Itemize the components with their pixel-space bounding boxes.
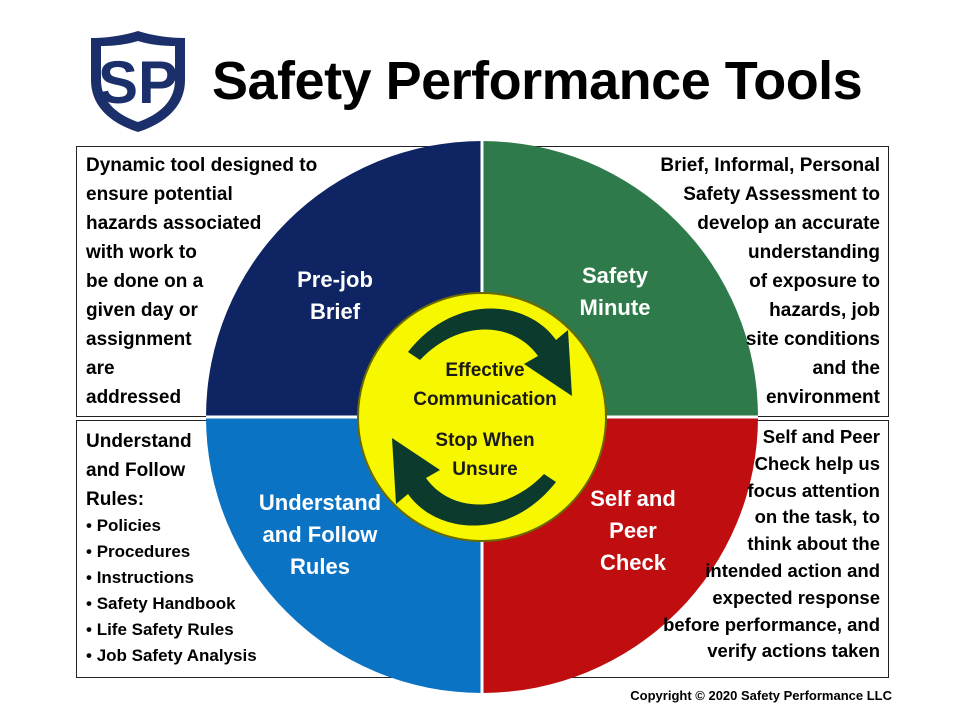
description-line: focus attention: [747, 479, 880, 501]
description-line: Dynamic tool designed to: [86, 155, 318, 176]
center-label-line: Stop When: [435, 430, 535, 451]
quadrant-label-line: Rules: [290, 554, 350, 579]
description-line: of exposure to: [749, 271, 880, 292]
logo-letters: SP: [98, 49, 178, 116]
quadrant-label-line: Peer: [609, 518, 657, 543]
center-label-line: Effective: [445, 360, 525, 381]
description-line: site conditions: [745, 329, 880, 350]
description-line: think about the: [747, 533, 880, 555]
bullet-text: Procedures: [96, 542, 191, 561]
description-line: hazards, job: [769, 300, 880, 321]
quadrant-label-line: Safety: [581, 263, 649, 288]
description-line: on the task, to: [754, 506, 880, 528]
bullet-icon: •: [86, 594, 97, 613]
description-line: ensure potential: [86, 184, 233, 205]
description-line: are: [86, 358, 115, 379]
description-line: expected response: [712, 586, 880, 608]
bullet-text: Policies: [96, 516, 161, 535]
bullet-item: • Safety Handbook: [86, 591, 257, 617]
bullet-item: • Procedures: [86, 539, 257, 565]
description-line: develop an accurate: [697, 213, 880, 234]
description-line: given day or: [86, 300, 198, 321]
quadrant-label-line: Understand: [258, 490, 382, 515]
description-line: Check help us: [754, 452, 880, 474]
copyright-notice: Copyright © 2020 Safety Performance LLC: [630, 688, 892, 703]
quadrant-label-line: Brief: [309, 299, 361, 324]
quadrant-label-line: Pre-job: [297, 267, 373, 292]
bullet-text: Life Safety Rules: [96, 620, 234, 639]
bullet-item: • Instructions: [86, 565, 257, 591]
bullet-icon: •: [86, 620, 97, 639]
description-line: addressed: [86, 387, 182, 408]
description-line: Self and Peer: [762, 426, 880, 447]
cycle-arrow-bottom-icon: [392, 438, 556, 526]
description-line: Safety Assessment to: [683, 184, 880, 205]
description-line: intended action and: [705, 559, 880, 581]
follow-rules-bullet-list: • Policies• Procedures• Instructions• Sa…: [86, 513, 257, 669]
bullet-item: • Life Safety Rules: [86, 617, 257, 643]
bullet-text: Safety Handbook: [96, 594, 236, 613]
bullet-item: • Job Safety Analysis: [86, 643, 257, 669]
description-line: and the: [812, 358, 880, 379]
description-line: Rules:: [86, 489, 145, 510]
pre-job-brief-description: Dynamic tool designed to ensure potential…: [86, 151, 317, 412]
quadrant-label-line: Self and: [590, 486, 676, 511]
bullet-icon: •: [86, 516, 97, 535]
description-line: Understand: [86, 431, 192, 452]
bullet-text: Instructions: [96, 568, 194, 587]
description-line: understanding: [748, 242, 880, 263]
bullet-text: Job Safety Analysis: [96, 646, 257, 665]
description-line: environment: [765, 387, 880, 408]
bullet-item: • Policies: [86, 513, 257, 539]
description-line: be done on a: [86, 271, 204, 292]
description-line: assignment: [86, 329, 192, 350]
description-line: verify actions taken: [707, 640, 880, 662]
description-line: hazards associated: [86, 213, 262, 234]
description-line: with work to: [86, 242, 197, 263]
bullet-icon: •: [86, 568, 97, 587]
description-line: and Follow: [86, 460, 186, 481]
bullet-icon: •: [86, 646, 97, 665]
center-label-line: Communication: [413, 389, 557, 410]
page-title: Safety Performance Tools: [212, 51, 863, 111]
quadrant-label-line: and Follow: [262, 522, 378, 547]
quadrant-label-line: Minute: [579, 295, 651, 320]
bullet-icon: •: [86, 542, 97, 561]
cycle-arrow-top-icon: [408, 308, 572, 396]
center-label-line: Unsure: [452, 459, 518, 480]
quadrant-label-line: Check: [599, 550, 667, 575]
description-line: before performance, and: [663, 613, 880, 635]
safety-performance-logo: SP: [91, 31, 185, 132]
description-line: Brief, Informal, Personal: [660, 155, 880, 176]
